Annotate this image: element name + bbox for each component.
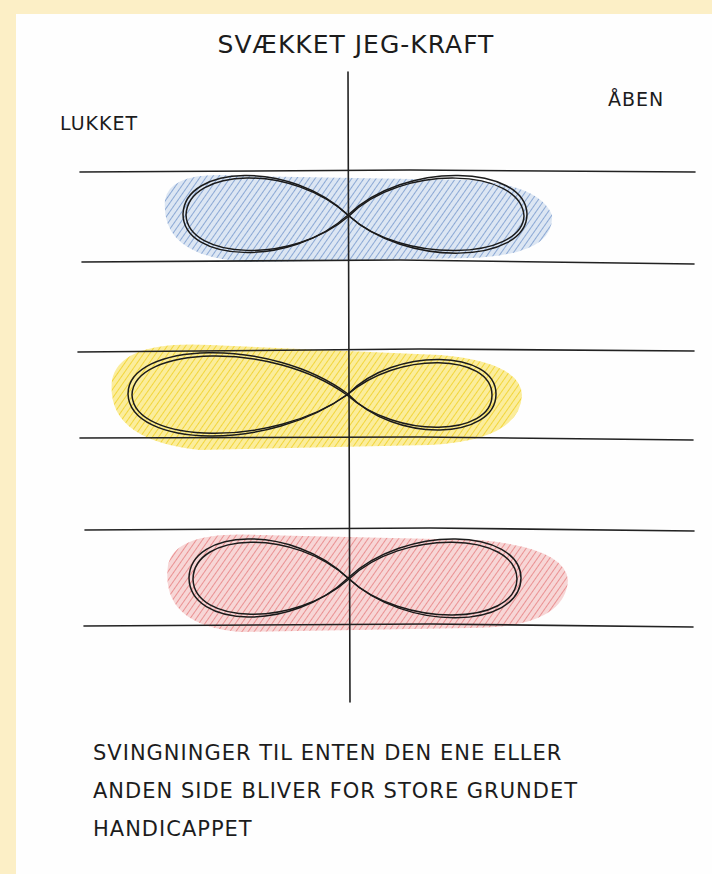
shading: [112, 175, 568, 632]
figure-eights: [128, 175, 527, 617]
guide-lines: [78, 72, 695, 702]
side-label: LUKKET: [60, 112, 138, 134]
title: SVÆKKET JEG-KRAFT: [0, 30, 712, 59]
side-label: ÅBEN: [608, 88, 664, 110]
caption: SVINGNINGER TIL ENTEN DEN ENE ELLER ANDE…: [93, 734, 593, 848]
